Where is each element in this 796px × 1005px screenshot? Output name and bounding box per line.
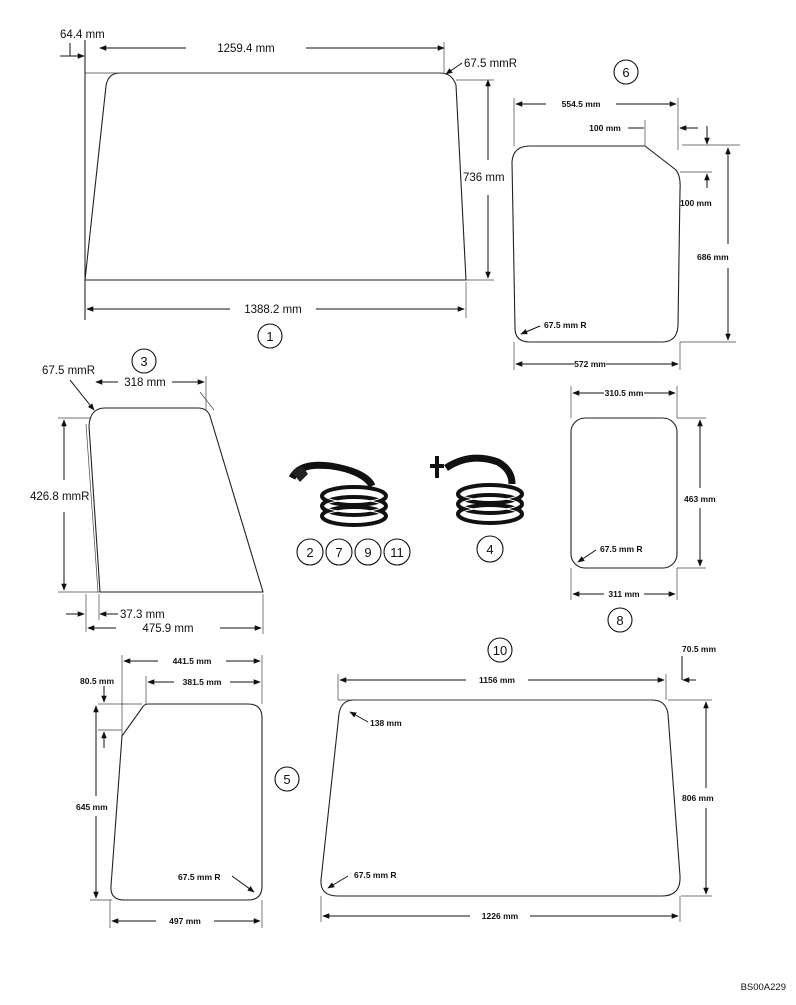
dim-bottom-offset: 37.3 mm: [120, 609, 165, 621]
dim-top-offset: 64.4 mm: [60, 29, 105, 41]
callout-1: [257, 323, 283, 349]
panel-8: 310.5 mm 463 mm 67.5 mm R 311 mm 8: [570, 386, 716, 633]
callout-9: [354, 538, 382, 566]
callout-11: [383, 538, 411, 566]
dim-bottom-width: 311 mm: [608, 589, 640, 599]
callout-5: [274, 766, 300, 792]
callout-5-label: 5: [283, 772, 290, 787]
dim-top-width: 1156 mm: [479, 675, 515, 685]
dim-chamfer-height: 80.5 mm: [80, 676, 114, 686]
callout-10: [487, 637, 513, 663]
panel-10-outline: [320, 699, 681, 897]
seal-coil-b-icon: [430, 454, 524, 525]
callout-1-label: 1: [266, 329, 273, 344]
figure-code: BS00A229: [741, 982, 786, 993]
callout-9-label: 9: [364, 545, 371, 560]
seal-group-b: 4: [430, 454, 524, 563]
callout-6: [613, 59, 639, 85]
dim-top-width: 554.5 mm: [562, 99, 601, 109]
dim-top-width: 1259.4 mm: [217, 43, 275, 55]
callout-3-label: 3: [140, 354, 147, 369]
callout-4: [476, 535, 504, 563]
dim-side-offset: 70.5 mm: [682, 644, 716, 654]
panel-3: 3 67.5 mmR 318 mm 426.8 mmR 37.3 mm 475.…: [30, 348, 264, 635]
callout-8-label: 8: [616, 613, 623, 628]
dim-corner-radius: 67.5 mmR: [464, 58, 517, 70]
dim-height: 463 mm: [684, 494, 716, 504]
panel-8-outline: [570, 417, 678, 569]
dim-height: 645 mm: [76, 802, 108, 812]
callout-6-label: 6: [622, 65, 629, 80]
dim-height: 736 mm: [463, 172, 505, 184]
dim-height: 806 mm: [682, 793, 714, 803]
dim-height: 426.8 mmR: [30, 491, 89, 503]
callout-8: [607, 607, 633, 633]
panel-1-outline: [84, 72, 467, 281]
dim-corner-radius: 67.5 mm R: [544, 320, 587, 330]
dim-top-width: 381.5 mm: [183, 677, 222, 687]
callout-11-label: 11: [390, 545, 404, 560]
dim-bottom-width: 475.9 mm: [142, 623, 193, 635]
dim-height: 686 mm: [697, 252, 729, 262]
seal-group-a: 2 7 9 11: [288, 461, 411, 566]
dim-chamfer-horizontal: 100 mm: [589, 123, 621, 133]
panel-5-outline: [110, 703, 263, 901]
dim-bottom-width: 497 mm: [169, 916, 201, 926]
dim-overall-width: 441.5 mm: [173, 656, 212, 666]
seal-coil-a-icon: [288, 461, 388, 527]
dim-bottom-width: 572 mm: [574, 359, 606, 369]
callout-7: [325, 538, 353, 566]
dim-top-width: 318 mm: [124, 377, 166, 389]
callout-4-label: 4: [486, 542, 493, 557]
callout-2: [296, 538, 324, 566]
dim-top-width: 310.5 mm: [605, 388, 644, 398]
dim-bottom-width: 1388.2 mm: [244, 304, 302, 316]
dim-corner-radius: 67.5 mmR: [42, 365, 95, 377]
panel-6-outline: [511, 145, 681, 343]
panel-6: 6 554.5 mm 100 mm 100 mm 686 mm 67.5 mm …: [511, 59, 740, 370]
panel-1: 64.4 mm 1259.4 mm 67.5 mmR 736 mm 1388.2…: [60, 29, 517, 349]
dim-bottom-width: 1226 mm: [482, 911, 519, 921]
callout-7-label: 7: [335, 545, 342, 560]
dim-corner-radius: 67.5 mm R: [600, 544, 643, 554]
panel-10: 10 70.5 mm 1156 mm 138 mm 806 mm 67.5 mm…: [320, 637, 716, 922]
panel-3-outline: [88, 407, 264, 593]
dim-corner-radius: 67.5 mm R: [354, 870, 397, 880]
callout-2-label: 2: [306, 545, 313, 560]
dim-chamfer: 138 mm: [370, 718, 402, 728]
dim-corner-radius: 67.5 mm R: [178, 872, 221, 882]
dim-chamfer-vertical: 100 mm: [680, 198, 712, 208]
callout-3: [131, 348, 157, 374]
panel-5: 441.5 mm 80.5 mm 381.5 mm 645 mm 67.5 mm…: [76, 655, 300, 928]
callout-10-label: 10: [493, 643, 507, 658]
